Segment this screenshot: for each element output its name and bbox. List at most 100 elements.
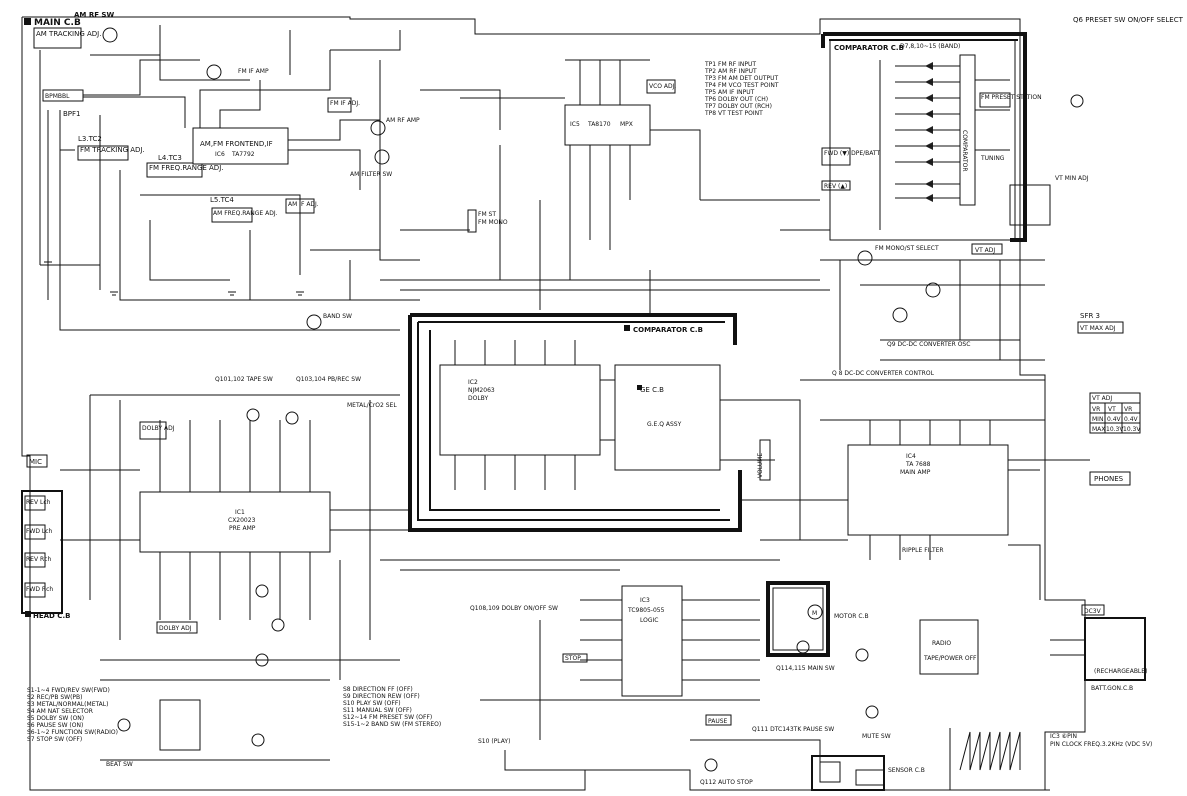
fm-if-box [327, 97, 352, 113]
auto-stop: Q112 AUTO STOP [690, 739, 821, 786]
tp-4: TP4 FM VCO TEST POINT [704, 82, 779, 89]
comparator-board: COMPARATOR C.B D7,8,10~15 (BAND) COMPARA… [821, 32, 1089, 242]
am-tracking-label: AM TRACKING ADJ. [36, 30, 101, 38]
main-board-marker [24, 18, 31, 25]
svg-text:TA 7688: TA 7688 [905, 461, 931, 468]
svg-text:DOLBY ADJ: DOLBY ADJ [159, 625, 192, 632]
switch-legend-2: S8 DIRECTION FF (OFF) S9 DIRECTION REW (… [343, 686, 441, 728]
vr-block [1009, 184, 1051, 226]
tuner-section: AM TRACKING ADJ. AM RF SW BPMBBL BPF1 FM… [33, 11, 501, 331]
dolby-adj-r-box [156, 621, 198, 634]
svg-text:Q112 AUTO STOP: Q112 AUTO STOP [700, 779, 753, 786]
svg-text:FWD Lch: FWD Lch [26, 528, 53, 535]
svg-text:0.4V: 0.4V [1124, 416, 1139, 423]
q6-transistor [1070, 94, 1084, 108]
svg-text:S6-1~2 FUNCTION SW(RADIO): S6-1~2 FUNCTION SW(RADIO) [27, 729, 118, 736]
svg-text:(RECHARGEABLE): (RECHARGEABLE) [1094, 668, 1147, 675]
am-filter-sw-label: AM FILTER SW [350, 171, 392, 178]
q104-transistor [271, 618, 285, 632]
svg-text:MAX: MAX [1092, 426, 1105, 433]
mic-box [26, 454, 48, 468]
svg-text:DOLBY: DOLBY [468, 395, 488, 402]
d7-band-label: D7,8,10~15 (BAND) [900, 43, 960, 50]
q105-transistor [255, 653, 269, 667]
svg-text:VT: VT [1108, 406, 1116, 413]
am-if-label: AM IF ADJ. [288, 201, 319, 208]
motor-symbol [807, 604, 823, 620]
svg-text:CX20023: CX20023 [228, 517, 256, 524]
tp-7: TP7 DOLBY OUT (RCH) [704, 103, 772, 110]
fm-tracking-label: FM TRACKING ADJ. [80, 146, 145, 154]
pause-box [705, 714, 732, 726]
beat-sw-area: BEAT SW [100, 679, 330, 768]
svg-text:VT MIN ADJ: VT MIN ADJ [1055, 175, 1089, 182]
fwd-dpe-box [821, 147, 851, 166]
svg-text:S5 DOLBY SW (ON): S5 DOLBY SW (ON) [27, 715, 84, 722]
ic2-dolby: IC2 NJM2063 DOLBY [439, 340, 615, 490]
svg-text:VT ADJ: VT ADJ [975, 247, 995, 254]
svg-text:S2 REC/PB SW(PB): S2 REC/PB SW(PB) [27, 694, 83, 701]
fm-st-switch: FM ST FM MONO [467, 209, 508, 233]
vt-adj-box [971, 243, 1003, 255]
sensor-board: SENSOR C.B [811, 755, 925, 791]
svg-text:IC3 ⑥PIN: IC3 ⑥PIN [1050, 733, 1077, 740]
q8-transistor [925, 282, 941, 298]
fm-freq-range-box [146, 162, 203, 178]
svg-text:IC2: IC2 [468, 379, 478, 386]
motor-board: M MOTOR C.B [766, 581, 869, 657]
svg-text:VR: VR [1092, 406, 1100, 413]
svg-text:L5.TC4: L5.TC4 [210, 196, 234, 204]
svg-text:VT MAX ADJ: VT MAX ADJ [1080, 325, 1116, 332]
svg-text:TC9805-055: TC9805-055 [627, 607, 665, 614]
svg-text:STOP: STOP [565, 655, 581, 662]
svg-text:HEAD C.B: HEAD C.B [33, 612, 70, 620]
q115-transistor [855, 648, 869, 662]
svg-text:L3.TC2: L3.TC2 [78, 135, 102, 143]
q113-transistor [865, 705, 879, 719]
svg-text:S4 AM NAT SELECTOR: S4 AM NAT SELECTOR [27, 708, 93, 715]
fm-preset-station-box [979, 92, 1011, 108]
tp-8: TP8 VT TEST POINT [704, 110, 763, 117]
center-comparator-title: COMPARATOR C.B [633, 326, 703, 334]
fm-if-label: FM IF ADJ. [330, 100, 360, 107]
q103-transistor [285, 411, 299, 425]
pause-sw-label: Q111 DTC143TK PAUSE SW [752, 726, 834, 733]
svg-text:REV (▲): REV (▲) [824, 183, 847, 190]
svg-text:FM MONO: FM MONO [478, 219, 508, 226]
svg-text:Q9 DC-DC CONVERTER OSC: Q9 DC-DC CONVERTER OSC [887, 341, 970, 348]
svg-text:10.3V: 10.3V [1106, 426, 1124, 433]
svg-text:PIN CLOCK FREQ.3.2KHz (VDC 5V): PIN CLOCK FREQ.3.2KHz (VDC 5V) [1050, 741, 1152, 748]
ic6-desc: AM,FM FRONTEND,IF [200, 140, 273, 148]
fm-if-amp-label: FM IF AMP [238, 68, 269, 75]
q102-transistor [255, 584, 269, 598]
fm-mono-st-select: FM MONO/ST SELECT [875, 245, 939, 252]
svg-text:S9 DIRECTION REW (OFF): S9 DIRECTION REW (OFF) [343, 693, 420, 700]
q4-transistor [370, 120, 386, 136]
vco-adj-box [646, 79, 676, 94]
bpf-label: BPF1 [63, 110, 81, 118]
bus-lines [380, 199, 1045, 571]
svg-text:PRE AMP: PRE AMP [229, 525, 256, 532]
svg-text:BPMBBL: BPMBBL [45, 93, 70, 100]
svg-text:SENSOR C.B: SENSOR C.B [888, 767, 925, 774]
svg-text:S3 METAL/NORMAL(METAL): S3 METAL/NORMAL(METAL) [27, 701, 108, 708]
mic-label: MIC [29, 458, 42, 466]
volume-control: VOLUME [720, 399, 801, 540]
mute-sw-label: MUTE SW [862, 733, 891, 740]
geq-block [614, 364, 721, 471]
q1-transistor [102, 27, 118, 43]
vt-table: VT ADJ VR VT VR MIN 0.4V 0.4V MAX 10.3V … [1089, 392, 1141, 434]
svg-text:G.E.Q ASSY: G.E.Q ASSY [647, 421, 682, 428]
svg-text:TAPE/POWER OFF: TAPE/POWER OFF [923, 655, 977, 662]
main-sw-label: Q114,115 MAIN SW [776, 665, 835, 672]
svg-text:FM ST: FM ST [478, 211, 496, 218]
svg-text:S10 PLAY SW (OFF): S10 PLAY SW (OFF) [343, 700, 401, 707]
sfr3-label: SFR 3 [1080, 312, 1100, 320]
svg-text:IC1: IC1 [235, 509, 245, 516]
svg-text:S7 STOP SW (OFF): S7 STOP SW (OFF) [27, 736, 82, 743]
dolby-onoff-label: Q108,109 DOLBY ON/OFF SW [470, 605, 558, 612]
q101-transistor [246, 408, 260, 422]
fm-freq-range-label: FM FREQ.RANGE ADJ. [149, 164, 223, 172]
ic5-part: TA8170 [587, 121, 611, 128]
